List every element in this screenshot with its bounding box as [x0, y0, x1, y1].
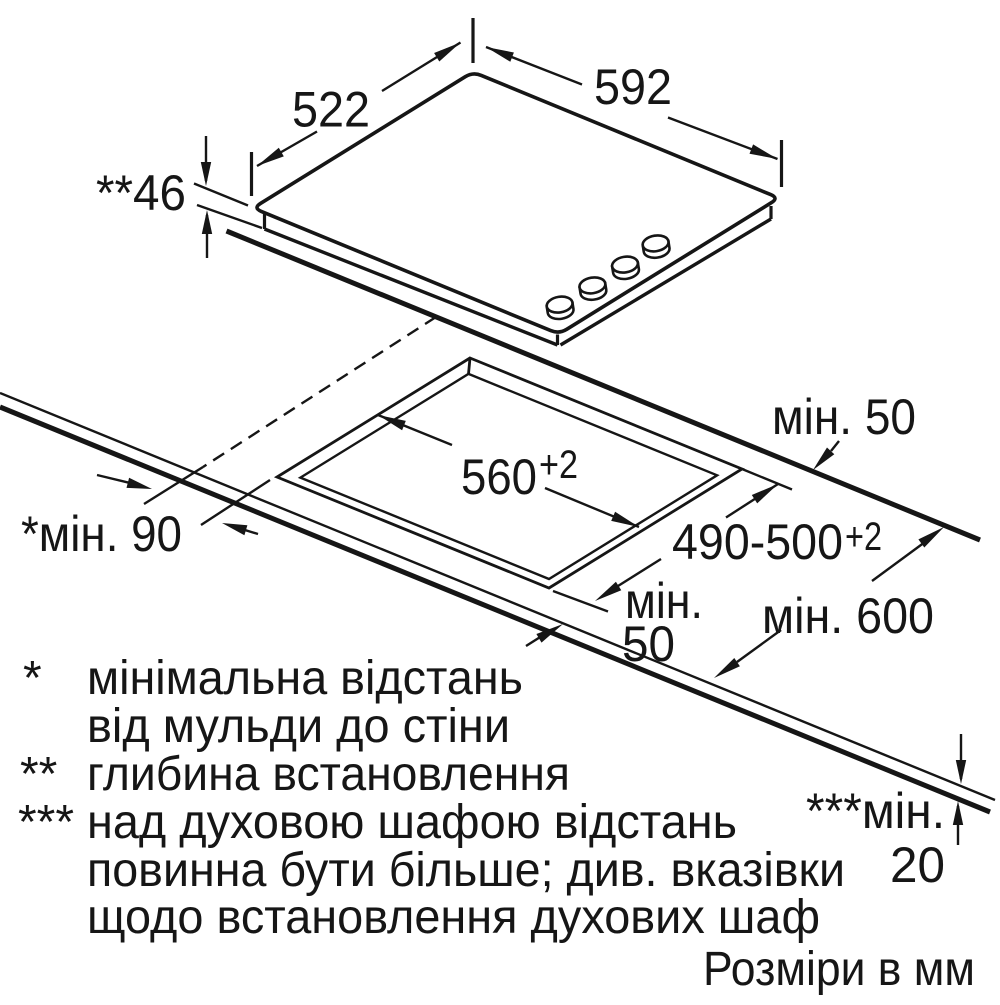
- svg-text:*мін. 90: *мін. 90: [21, 506, 182, 562]
- svg-text:560: 560: [461, 449, 537, 505]
- svg-text:мін. 600: мін. 600: [762, 588, 934, 644]
- svg-text:повинна бути більше; див. вказ: повинна бути більше; див. вказівки: [87, 844, 845, 897]
- svg-text:522: 522: [292, 82, 370, 138]
- svg-text:мін. 50: мін. 50: [772, 389, 916, 445]
- svg-text:592: 592: [594, 59, 672, 115]
- svg-text:щодо встановлення духових шаф: щодо встановлення духових шаф: [87, 891, 820, 944]
- svg-text:20: 20: [890, 837, 945, 893]
- svg-text:+2: +2: [539, 443, 578, 487]
- svg-text:глибина встановлення: глибина встановлення: [87, 748, 570, 801]
- svg-text:*: *: [23, 652, 42, 705]
- svg-text:мін.: мін.: [625, 573, 703, 629]
- svg-text:490-500: 490-500: [672, 514, 843, 570]
- svg-text:50: 50: [622, 616, 675, 672]
- svg-text:***: ***: [18, 796, 74, 849]
- svg-text:мінімальна відстань: мінімальна відстань: [87, 652, 523, 705]
- svg-text:від мульди до стіни: від мульди до стіни: [87, 700, 510, 753]
- svg-text:над духовою шафою відстань: над духовою шафою відстань: [87, 796, 737, 849]
- svg-text:**: **: [20, 748, 57, 801]
- svg-text:***мін.: ***мін.: [806, 783, 945, 839]
- svg-text:**46: **46: [96, 165, 186, 221]
- svg-text:Розміри в мм: Розміри в мм: [703, 943, 975, 996]
- svg-text:+2: +2: [845, 515, 882, 559]
